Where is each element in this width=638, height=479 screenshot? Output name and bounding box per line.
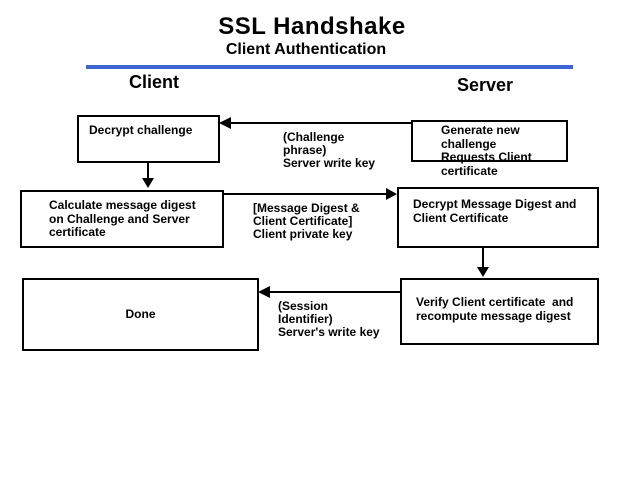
box-verify-text: Verify Client certificate and recompute …	[416, 295, 574, 323]
arrow-decrypt-challenge-to-calculate	[142, 162, 154, 188]
arrow-calculate-to-decrypt-digest	[224, 188, 397, 200]
column-label-client: Client	[129, 72, 180, 92]
box-generate-challenge: Generate new challenge Requests Client c…	[411, 120, 568, 177]
arrow-generate-to-decrypt-challenge	[219, 117, 411, 129]
box-decrypt-challenge: Decrypt challenge	[77, 115, 220, 163]
label-challenge-phrase: (Challenge phrase) Server write key	[283, 130, 376, 170]
box-decrypt-digest-text: Decrypt Message Digest and Client Certif…	[413, 197, 577, 225]
arrow-head-down	[477, 267, 489, 277]
header-divider	[86, 65, 573, 69]
slide-title: SSL Handshake	[218, 13, 406, 40]
box-done-text: Done	[125, 306, 156, 321]
box-decrypt-challenge-text: Decrypt challenge	[89, 123, 193, 137]
box-calculate-digest: Calculate message digest on Challenge an…	[20, 190, 224, 248]
box-done: Done	[22, 278, 259, 351]
slide-subtitle: Client Authentication	[225, 41, 387, 58]
arrow-head-right	[386, 188, 397, 200]
box-calculate-digest-text: Calculate message digest on Challenge an…	[49, 198, 196, 239]
arrow-head-left	[219, 117, 231, 129]
arrow-head-left	[258, 286, 270, 298]
box-generate-challenge-text: Generate new challenge Requests Client c…	[441, 123, 532, 178]
arrow-decrypt-digest-to-verify	[477, 248, 489, 277]
box-verify: Verify Client certificate and recompute …	[400, 278, 599, 345]
label-message-digest: [Message Digest & Client Certificate] Cl…	[253, 201, 360, 241]
column-label-server: Server	[457, 75, 514, 95]
arrow-verify-to-done	[258, 286, 400, 298]
label-session-identifier: (Session Identifier) Server's write key	[278, 299, 380, 339]
box-decrypt-digest: Decrypt Message Digest and Client Certif…	[397, 187, 599, 248]
arrow-head-down	[142, 178, 154, 188]
